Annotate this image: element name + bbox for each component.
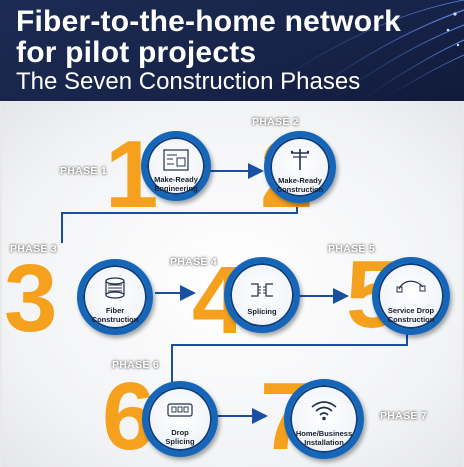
phase-1-circle: Make-Ready Engineering xyxy=(141,131,211,201)
phase-5-label: PHASE 5 xyxy=(328,243,376,255)
phase-2-label: PHASE 2 xyxy=(252,116,300,128)
phase-4-circle: Splicing xyxy=(224,257,300,333)
splice-tray-icon xyxy=(167,403,193,417)
connector-5-to-6 xyxy=(171,331,408,383)
phase-3-label: PHASE 3 xyxy=(10,243,58,255)
phase-2-title: Make-Ready Construction xyxy=(276,176,324,194)
splice-icon xyxy=(251,283,273,297)
phase-1-label: PHASE 1 xyxy=(60,165,108,177)
drop-cable-icon xyxy=(396,280,426,293)
phase-5-circle: Service Drop Construction xyxy=(372,257,450,335)
header-banner: Fiber-to-the-home network for pilot proj… xyxy=(0,0,464,101)
fiber-optic-background xyxy=(249,0,464,101)
phase-4-title: Splicing xyxy=(247,307,277,316)
phase-1-title: Make-Ready Engineering xyxy=(154,175,198,193)
phase-7-title: Home/Business Installation xyxy=(295,429,353,447)
blueprint-icon xyxy=(163,149,189,171)
phases-panel: PHASE 1 1 Make-Ready Engineering PHASE 2… xyxy=(2,101,462,467)
phase-3-title: Fiber Construction xyxy=(91,306,139,324)
utility-pole-icon xyxy=(290,149,310,170)
phase-5-title: Service Drop Construction xyxy=(387,306,435,324)
phase-6-label: PHASE 6 xyxy=(112,359,160,371)
phase-6-circle: Drop Splicing xyxy=(142,381,218,457)
page-subtitle: The Seven Construction Phases xyxy=(16,68,361,95)
phase-7-circle: Home/Business Installation xyxy=(284,379,364,459)
cable-spool-icon xyxy=(105,277,125,299)
page-title-line1: Fiber-to-the-home network xyxy=(16,5,401,38)
connector-2-to-3 xyxy=(61,201,298,243)
page-title-line2: for pilot projects xyxy=(16,36,257,69)
phase-2-circle: Make-Ready Construction xyxy=(264,131,336,203)
phase-6-title: Drop Splicing xyxy=(165,428,195,446)
phase-4-label: PHASE 4 xyxy=(170,256,218,268)
phase-7-label: PHASE 7 xyxy=(380,410,428,422)
flow-connectors xyxy=(61,163,408,424)
wifi-icon xyxy=(311,401,337,421)
phase-3-circle: Fiber Construction xyxy=(77,259,153,335)
phase-3-number: 3 xyxy=(4,245,58,352)
